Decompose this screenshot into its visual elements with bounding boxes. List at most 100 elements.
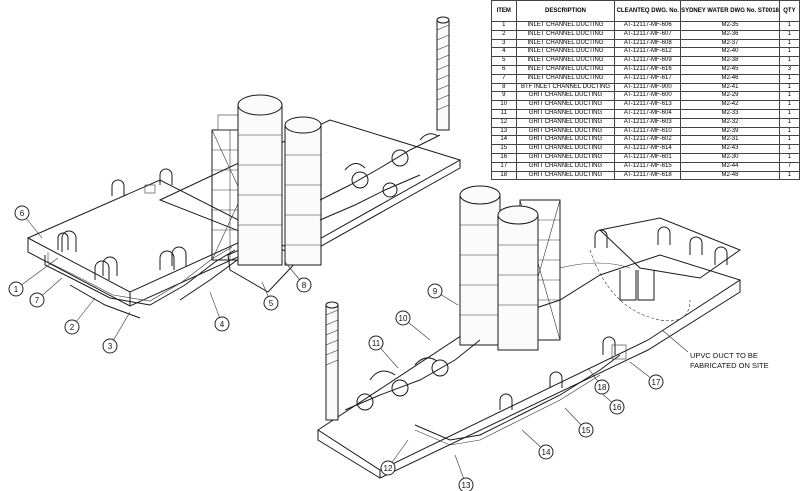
left-tanks [237,94,322,266]
item-balloon-17: 17 [629,361,664,390]
item-balloon-18: 18 [587,367,610,395]
sydney-water-dwg-cell: M2-45 [680,64,780,75]
sydney-water-dwg-cell: M2-33 [680,108,780,119]
cleanteq-dwg-cell: AT-12117-MF-603 [614,117,682,128]
item-cell: 7 [491,73,517,84]
cleanteq-dwg-cell: AT-12117-MF-614 [614,144,682,154]
sydney-water-dwg-cell: M2-38 [680,56,780,66]
qty-cell: 1 [778,100,800,110]
description-cell: INLET CHANNEL DUCTING [515,56,616,66]
balloon-circle [214,316,230,332]
qty-cell: 1 [778,144,800,154]
cleanteq-dwg-cell: AT-12117-MF-606 [614,21,682,31]
balloon-circle [395,310,411,326]
item-cell: 15 [491,144,517,154]
item-balloon-1: 1 [8,257,59,297]
description-cell: INLET CHANNEL DUCTING [515,64,616,75]
balloon-circle [538,444,554,460]
item-cell: 6 [491,64,517,75]
description-cell: GRIT CHANNEL DUCTING [515,117,616,128]
note-line-1: UPVC DUCT TO BE [690,351,758,360]
upvc-note: UPVC DUCT TO BE FABRICATED ON SITE [661,329,769,370]
balloon-label: 7 [35,296,40,305]
right-stack [325,301,339,421]
item-balloon-9: 9 [427,283,459,306]
balloon-label: 17 [652,378,661,387]
left-ducting-right [144,133,441,221]
balloon-label: 16 [613,403,622,412]
qty-cell: 1 [778,38,800,49]
qty-cell: 1 [778,108,800,119]
item-balloon-5: 5 [261,281,279,311]
item-cell: 12 [491,117,517,128]
balloon-label: 1 [14,285,19,294]
description-cell: BTF INLET CHANNEL DUCTING [515,82,616,93]
item-cell: 9 [491,91,517,102]
header-description: DESCRIPTION [515,0,616,22]
qty-cell: 1 [778,21,800,31]
sydney-water-dwg-cell: M2-31 [680,135,780,146]
cleanteq-dwg-cell: AT-12117-MF-610 [614,126,682,137]
item-balloon-8: 8 [284,261,312,293]
leader-line [15,257,59,290]
item-cell: 10 [491,100,517,110]
sydney-water-dwg-cell: M2-48 [680,170,780,181]
qty-cell: 1 [778,73,800,84]
item-balloon-12: 12 [380,439,409,476]
item-balloon-7: 7 [29,277,63,308]
right-ducting [344,226,728,446]
header-cleanteq-dwg: CLEANTEQ DWG. No. [614,0,682,22]
item-cell: 3 [491,38,517,49]
qty-cell: 1 [778,170,800,181]
description-cell: INLET CHANNEL DUCTING [515,21,616,31]
description-cell: INLET CHANNEL DUCTING [515,38,616,49]
qty-cell: 1 [778,152,800,163]
balloon-label: 5 [269,299,274,308]
item-cell: 16 [491,152,517,163]
balloon-circle [64,319,80,335]
item-balloon-4: 4 [209,291,230,332]
item-balloon-11: 11 [368,335,399,369]
cleanteq-dwg-cell: AT-12117-MF-600 [614,91,682,102]
description-cell: GRIT CHANNEL DUCTING [515,170,616,181]
balloon-circle [609,399,625,415]
item-cell: 14 [491,135,517,146]
item-cell: 11 [491,108,517,119]
description-cell: GRIT CHANNEL DUCTING [515,126,616,137]
item-cell: 2 [491,29,517,40]
description-cell: GRIT CHANNEL DUCTING [515,100,616,110]
description-cell: GRIT CHANNEL DUCTING [515,91,616,102]
balloon-label: 2 [70,323,75,332]
balloon-label: 13 [462,481,471,490]
header-item: ITEM [491,0,517,22]
qty-cell: 1 [778,82,800,93]
balloon-circle [296,277,312,293]
balloon-circle [263,295,279,311]
description-cell: INLET CHANNEL DUCTING [515,73,616,84]
balloon-label: 9 [433,287,438,296]
left-stack [436,16,450,131]
description-cell: GRIT CHANNEL DUCTING [515,152,616,163]
cleanteq-dwg-cell: AT-12117-MF-617 [614,73,682,84]
balloon-circle [648,374,664,390]
item-balloon-15: 15 [564,407,594,438]
description-cell: GRIT CHANNEL DUCTING [515,108,616,119]
sydney-water-dwg-cell: M2-30 [680,152,780,163]
header-qty: QTY [778,0,800,22]
balloon-circle [458,477,474,491]
cleanteq-dwg-cell: AT-12117-MF-609 [614,56,682,66]
cleanteq-dwg-cell: AT-12117-MF-608 [614,38,682,49]
